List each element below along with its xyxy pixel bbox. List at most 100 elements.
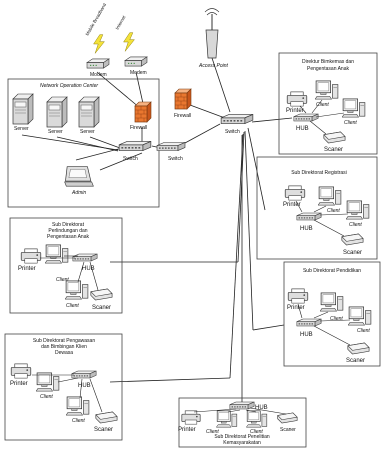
switch-label: Switch — [123, 156, 138, 162]
scanner-label: Scaner — [343, 250, 362, 256]
printer-icon — [181, 410, 201, 425]
client-pc-icon — [45, 244, 69, 264]
modem-label: Modem — [90, 72, 107, 78]
firewall-icon — [134, 101, 152, 123]
client-pc-icon — [65, 280, 89, 300]
wifi-signal-icon — [204, 8, 220, 13]
access-point-icon — [205, 29, 219, 59]
client-label: Client — [357, 328, 370, 334]
server-label: Server — [48, 129, 63, 135]
switch-icon — [118, 140, 152, 152]
printer-label: Printer — [10, 381, 28, 387]
room-border — [9, 217, 123, 314]
server-label: Server — [80, 129, 95, 135]
room-title-line: Pengentasan Anak — [47, 234, 89, 240]
client-pc-icon — [346, 200, 370, 220]
room-title-line: Direktur Bimkemas dan — [302, 59, 354, 65]
hub-icon — [293, 113, 319, 122]
room-title-line: Sub Direktorat — [52, 222, 85, 228]
client-label: Client — [66, 303, 79, 309]
printer-label: Printer — [18, 266, 36, 272]
printer-icon — [284, 185, 306, 201]
client-pc-icon — [66, 396, 90, 416]
access-point-label: Access Point — [198, 63, 229, 69]
room-title-line: Sub Direktorat Penelitian — [214, 434, 270, 440]
network-cables — [21, 57, 293, 402]
access-point: Access Point — [198, 8, 229, 69]
hub-icon — [296, 212, 322, 221]
hub-icon — [72, 253, 98, 262]
client-label: Client — [206, 429, 219, 435]
hub-label: HUB — [300, 226, 313, 232]
scanner-icon — [277, 412, 298, 424]
scanner-icon — [90, 288, 113, 301]
server-label: Server — [14, 126, 29, 132]
client-label: Client — [250, 429, 263, 435]
hub-label: HUB — [255, 405, 268, 411]
noc-room-border — [7, 78, 160, 208]
scanner-label: Scaner — [280, 427, 296, 433]
printer-icon — [286, 91, 308, 107]
scanner-label: Scaner — [94, 427, 113, 433]
room-title-line: Sub Direktorat Registrasi — [291, 170, 347, 176]
modem-label: Modem — [130, 70, 147, 76]
server-icon — [46, 96, 68, 128]
room-border — [278, 52, 378, 155]
firewall-label: Firewall — [130, 125, 147, 131]
client-pc-icon — [342, 98, 366, 118]
client-label: Client — [40, 394, 53, 400]
client-pc-icon — [348, 306, 372, 326]
room-title-line: Perlindungan dan — [48, 228, 87, 234]
hub-label: HUB — [300, 332, 313, 338]
room-title-line: Sub Direktorat Pengawasan — [33, 338, 95, 344]
room-title-line: Dewasa — [55, 350, 73, 356]
noc-room: Network Operation Center Server Server S… — [7, 78, 160, 208]
switch-icon — [156, 141, 186, 152]
printer-icon — [20, 248, 42, 264]
firewall-label: Firewall — [174, 113, 191, 119]
core-switch-label: Switch — [225, 129, 240, 135]
scanner-label: Scaner — [346, 358, 365, 364]
client-pc-icon — [315, 80, 339, 100]
client-label: Client — [349, 222, 362, 228]
modem-icon — [124, 56, 148, 67]
client-pc-icon — [216, 410, 238, 428]
client-label: Client — [330, 316, 343, 322]
printer-icon — [10, 363, 32, 379]
link-label-internet: Internet — [115, 14, 127, 30]
room-title-line: Sub Direktorat Pendidikan — [303, 268, 361, 274]
room-sub-direktorat-perlindungan: Sub Direktorat Perlindungan dan Pengenta… — [9, 217, 123, 314]
room-title-line: Kemasyarakatan — [223, 440, 261, 446]
hub-label: HUB — [78, 383, 91, 389]
printer-label: Printer — [287, 305, 305, 311]
client-pc-icon — [318, 186, 342, 206]
room-border — [4, 333, 123, 441]
server-icon — [78, 96, 100, 128]
scanner-label: Scaner — [324, 147, 343, 153]
room-border — [178, 397, 307, 448]
room-title-line: Pengentasan Anak — [307, 66, 349, 72]
admin-terminal-icon — [64, 166, 94, 187]
scanner-icon — [347, 342, 370, 355]
hub-icon — [296, 318, 322, 327]
client-label: Client — [316, 102, 329, 108]
lightning-bolt-icon — [93, 34, 105, 54]
core-network: Firewall Switch Switch — [156, 88, 254, 162]
hub-icon — [71, 370, 97, 379]
scanner-icon — [95, 411, 118, 424]
admin-label: Admin — [71, 190, 86, 196]
link-label-mobile-broadband: Mobile Broadband — [85, 2, 108, 37]
client-pc-icon — [320, 292, 344, 312]
room-sub-direktorat-registrasi: Sub Direktorat Registrasi Printer HUB Cl… — [256, 156, 378, 260]
modem-icon — [86, 58, 110, 69]
room-sub-direktorat-pendidikan: Sub Direktorat Pendidikan Printer HUB Cl… — [283, 261, 381, 367]
internet-links: Mobile Broadband Internet Modem Modem — [85, 2, 148, 78]
client-label: Client — [56, 277, 69, 283]
scanner-icon — [323, 131, 346, 144]
noc-title: Network Operation Center — [40, 83, 98, 89]
room-border — [283, 261, 381, 367]
room-direktur-bimkemas: Direktur Bimkemas dan Pengentasan Anak P… — [278, 52, 378, 155]
hub-label: HUB — [82, 266, 95, 272]
client-pc-icon — [246, 410, 268, 428]
